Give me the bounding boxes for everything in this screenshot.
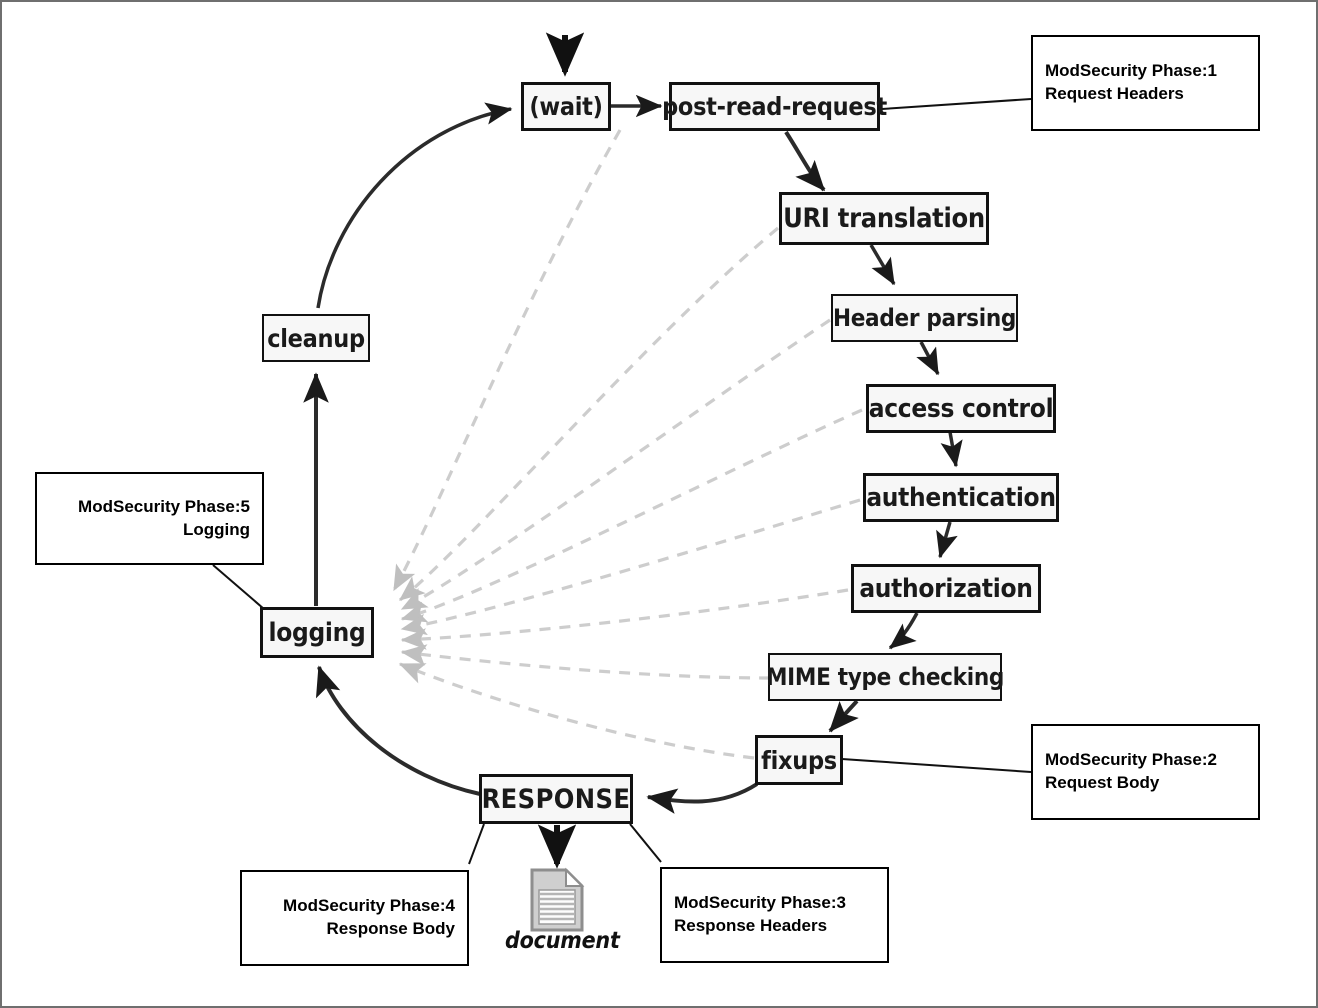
note-phase3-line2: Response Headers [674,916,828,935]
node-authorization[interactable]: authorization [851,564,1041,613]
note-phase5-line1: ModSecurity Phase:5 [78,496,250,516]
note-phase4-line1: ModSecurity Phase:4 [283,896,455,916]
node-wait[interactable]: (wait) [521,82,611,131]
dashed-authentication-to-logging [400,498,861,636]
node-cleanup-label: cleanup [267,323,365,353]
document-label-text: document [505,928,620,954]
leader-phase3 [629,823,662,863]
note-phase2-line1: ModSecurity Phase:2 [1045,750,1217,770]
node-authentication-label: authentication [866,482,1056,513]
dashed-header-parsing-to-logging [400,318,831,611]
node-response[interactable]: RESPONSE [479,774,633,824]
node-wait-label: (wait) [529,92,603,121]
note-phase3-line1: ModSecurity Phase:3 [674,893,846,913]
dashed-access-control-to-logging [400,408,863,623]
dashed-uri-translation-to-logging [398,226,780,602]
dashed-mime-type-checking-to-logging [400,644,771,680]
node-fixups[interactable]: fixups [755,735,843,785]
node-cleanup[interactable]: cleanup [262,314,370,362]
node-mime-type-checking[interactable]: MIME type checking [765,653,1005,701]
node-logging-label: logging [268,617,366,648]
node-authorization-label: authorization [859,573,1033,604]
node-uri-translation-label: URI translation [783,203,985,234]
note-modsecurity-phase-2: ModSecurity Phase:2 Request Body [1031,724,1260,820]
leader-phase1 [881,98,1032,110]
leader-phase2 [841,758,1032,773]
arrow-response-to-logging [315,665,481,796]
note-leader-lines [212,98,1032,865]
arrow-authentication-to-authorization [936,521,958,559]
arrow-fixups-to-response [646,782,759,814]
node-authentication[interactable]: authentication [863,473,1059,522]
dashed-authorization-to-logging [400,588,849,650]
arrow-mime-type-checking-to-fixups [828,699,859,733]
note-phase4-line2: Response Body [326,919,455,938]
dashed-post-read-request-to-logging [392,129,622,592]
dashed-arrows-to-logging [392,129,863,760]
arrow-cleanup-to-wait [316,102,513,309]
note-phase1-line2: Request Headers [1045,84,1184,103]
node-access-control-label: access control [868,393,1054,424]
note-modsecurity-phase-5: ModSecurity Phase:5 Logging [35,472,264,565]
node-logging[interactable]: logging [260,607,374,658]
node-post-read-request-label: post-read-request [662,92,887,121]
dashed-fixups-to-logging [398,662,755,760]
note-modsecurity-phase-1: ModSecurity Phase:1 Request Headers [1031,35,1260,131]
document-label: document [505,928,620,954]
node-header-parsing-label: Header parsing [832,304,1017,332]
note-phase5-line2: Logging [182,519,250,539]
node-header-parsing[interactable]: Header parsing [831,294,1018,342]
node-uri-translation[interactable]: URI translation [779,192,989,245]
arrow-post-read-request-to-uri-translation [784,130,826,192]
arrow-uri-translation-to-header-parsing [869,244,896,286]
arrow-header-parsing-to-access-control [916,341,940,376]
arrow-access-control-to-authentication [940,431,963,468]
leader-phase5 [212,564,265,610]
node-access-control[interactable]: access control [866,384,1056,433]
document-page-icon [526,866,592,936]
node-mime-type-checking-label: MIME type checking [765,663,1005,691]
note-phase2-line2: Request Body [1045,773,1160,792]
node-post-read-request[interactable]: post-read-request [662,82,887,131]
leader-phase4 [468,823,485,865]
node-response-label: RESPONSE [481,783,631,815]
note-phase1-line1: ModSecurity Phase:1 [1045,61,1217,81]
node-fixups-label: fixups [761,745,837,775]
note-modsecurity-phase-4: ModSecurity Phase:4 Response Body [240,870,469,966]
arrow-authorization-to-mime-type-checking [888,612,919,650]
note-modsecurity-phase-3: ModSecurity Phase:3 Response Headers [660,867,889,963]
